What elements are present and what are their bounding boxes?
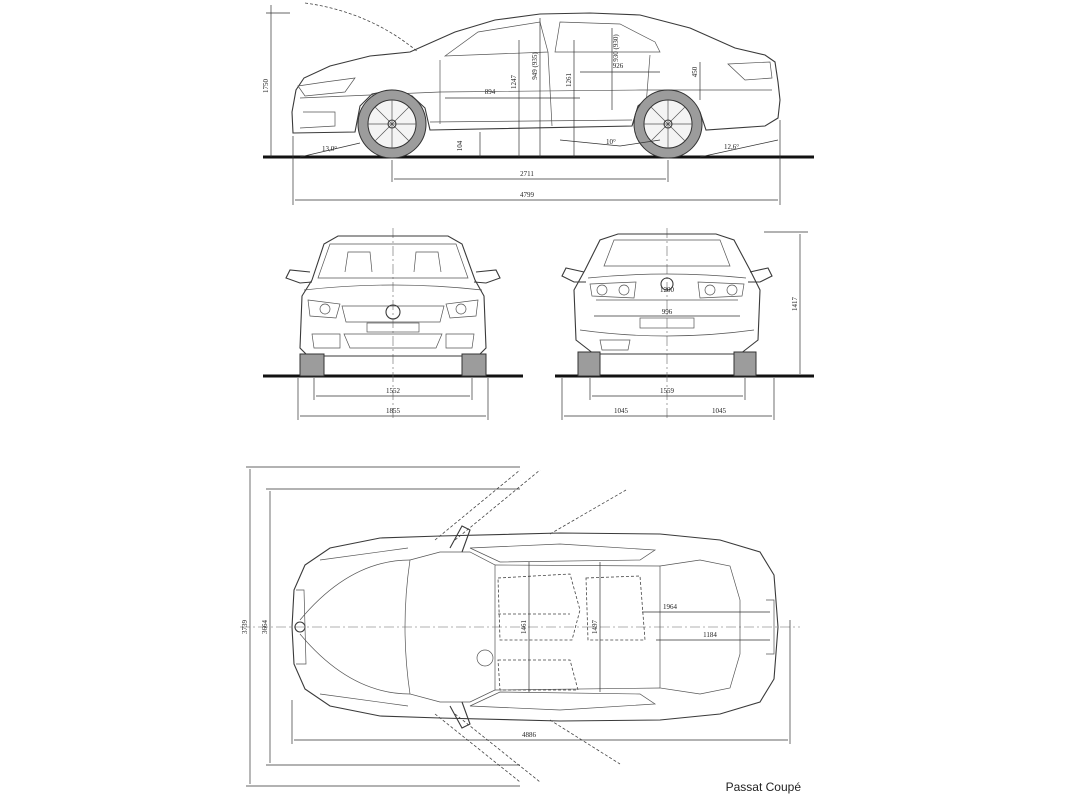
top-width-doors-label: 3664 — [261, 620, 269, 635]
top-steering-wheel-icon — [476, 649, 494, 667]
front-plate — [366, 322, 420, 333]
side-body-outline — [291, 12, 781, 134]
top-door-swing-front-lower — [434, 713, 541, 783]
side-ramp-angle-label: 10° — [606, 138, 616, 146]
side-clearance-label: 104 — [456, 140, 464, 151]
top-front-grille — [296, 589, 307, 665]
side-rear-seat-height-label: 1261 — [565, 73, 573, 88]
top-door-swing-rear-lower — [549, 719, 621, 765]
side-interior-dims — [445, 18, 701, 157]
front-view: 1552 1855 — [263, 228, 523, 420]
side-height-label: 1750 — [262, 79, 270, 94]
side-front-hub — [387, 119, 397, 129]
rear-taillights — [589, 281, 745, 299]
side-window-front — [443, 21, 549, 57]
rear-trunk-opening-width-label: 996 — [662, 308, 673, 316]
top-trunk-length-label: 1184 — [703, 631, 717, 639]
rear-window — [603, 239, 731, 267]
front-logo-icon — [385, 304, 401, 320]
front-foglights — [311, 333, 475, 349]
side-departure-line — [699, 139, 779, 158]
side-rear-headroom-label: 930 (930) — [612, 34, 620, 62]
side-window-rear — [554, 21, 661, 53]
top-interior-width-front-label: 1461 — [520, 620, 528, 635]
rear-plate — [639, 317, 695, 329]
top-interior-width-rear-label: 1497 — [591, 620, 599, 635]
rear-trunk-lid — [587, 273, 747, 301]
top-mirrors — [449, 525, 471, 729]
front-track-label: 1552 — [386, 387, 401, 395]
rear-mirrors — [561, 267, 773, 283]
side-headlight — [297, 77, 356, 97]
front-grille — [341, 305, 445, 349]
side-sill — [429, 119, 633, 123]
front-right-tyre — [461, 353, 487, 377]
side-length-label: 4799 — [520, 191, 535, 199]
side-rear-leg-label: 926 — [613, 62, 624, 70]
top-body-outline — [291, 532, 779, 722]
top-rear-lights — [766, 599, 775, 655]
front-body-outline — [299, 235, 487, 357]
top-door-swing-front-upper — [434, 469, 541, 541]
side-door-swing-arc — [304, 2, 419, 53]
front-headlights — [307, 299, 479, 319]
front-mirrors — [285, 269, 501, 284]
rear-half-width-left-label: 1045 — [614, 407, 629, 415]
top-rear-window — [659, 559, 741, 695]
front-seats — [344, 251, 442, 273]
side-front-leg-label: 894 — [485, 88, 496, 96]
side-front-seat-height-label: 1247 — [510, 75, 518, 90]
top-side-windows — [469, 543, 657, 711]
rear-track-label: 1559 — [660, 387, 675, 395]
top-windshield — [404, 551, 496, 703]
front-left-tyre — [299, 353, 325, 377]
side-wheelbase-label: 2711 — [520, 170, 534, 178]
front-windshield — [317, 243, 469, 279]
top-view: 1461 1497 1964 1184 3739 3664 4886 — [240, 466, 800, 787]
top-width-mirrors-label: 3739 — [241, 620, 249, 635]
rear-trunk-opening-height-label: 1200 — [660, 286, 675, 294]
top-door-swing-rear-upper — [549, 489, 627, 535]
side-approach-angle-label: 13,0° — [322, 145, 337, 153]
rear-right-tyre — [733, 351, 757, 377]
rear-bumper — [579, 329, 755, 351]
rear-height-label: 1417 — [791, 297, 799, 312]
rear-view: 1200 996 1559 1045 1045 1417 — [555, 228, 814, 420]
side-trunk-height-label: 450 — [691, 66, 699, 77]
front-hood — [303, 284, 483, 291]
side-view: 1750 1247 949 (935) 1261 930 (930) 450 8… — [262, 2, 814, 205]
side-departure-angle-label: 12,6° — [724, 143, 739, 151]
front-width-label: 1855 — [386, 407, 401, 415]
side-ramp-lines — [559, 139, 661, 147]
rear-half-width-right-label: 1045 — [712, 407, 727, 415]
rear-left-tyre — [577, 351, 601, 377]
side-front-headroom-label: 949 (935) — [531, 52, 539, 80]
top-length-label: 4886 — [522, 731, 537, 739]
model-caption: Passat Coupé — [725, 780, 801, 794]
side-front-bumper — [299, 111, 336, 129]
top-cargo-length-label: 1964 — [663, 603, 678, 611]
rear-logo-icon — [660, 277, 674, 291]
top-hood-lines — [299, 547, 411, 707]
rear-body-outline — [573, 233, 761, 355]
side-approach-line — [299, 142, 361, 158]
side-rear-hub — [663, 119, 673, 129]
side-taillight — [727, 61, 773, 81]
side-spokes — [368, 100, 692, 148]
